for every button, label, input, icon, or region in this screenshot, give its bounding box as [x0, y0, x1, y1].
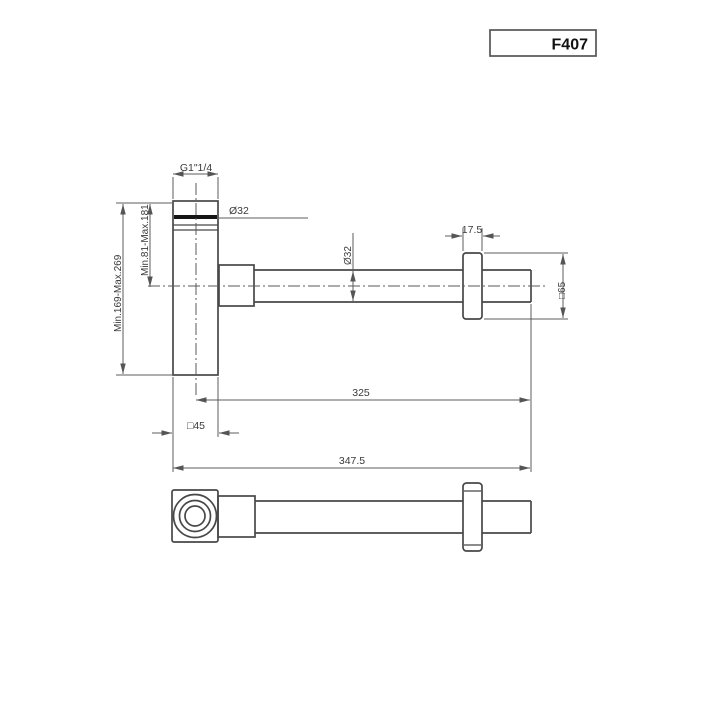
- total-length-label: 347.5: [339, 455, 365, 467]
- inner-height-label: Min.81-Max.181: [140, 204, 151, 276]
- flange-size-label: □65: [557, 281, 568, 299]
- dimension-total-length: 347.5: [173, 455, 530, 471]
- outer-height-label: Min.169-Max.269: [113, 254, 124, 332]
- dimension-outer-height: Min.169-Max.269: [113, 202, 172, 376]
- dimension-inner-height: Min.81-Max.181: [140, 204, 153, 287]
- dimension-body-size: □45: [152, 377, 239, 472]
- product-code-box: [489, 29, 597, 57]
- pipe-length-label: 325: [352, 387, 370, 399]
- title-block: F407: [489, 29, 597, 57]
- dimension-pipe-diameter: Ø32: [343, 233, 356, 301]
- dimension-flange-thickness: 17.5: [445, 224, 500, 251]
- dimension-pipe-length: 325: [196, 304, 532, 472]
- outlet-block-bottom: [217, 495, 256, 538]
- body-size-label: □45: [187, 420, 205, 432]
- trap-ring: [178, 499, 212, 533]
- dimension-flange-size: □65: [484, 252, 568, 320]
- thread-label: G1"1/4: [180, 162, 212, 174]
- flange-thickness-label: 17.5: [462, 224, 483, 236]
- trap-outer-circle: [172, 493, 218, 539]
- dimension-thread: G1"1/4: [172, 162, 219, 199]
- gasket-band: [174, 215, 217, 219]
- pipe-diameter-label: Ø32: [343, 246, 354, 265]
- trap-inner-circle: [184, 505, 206, 527]
- side-view: [148, 183, 545, 398]
- product-code: F407: [552, 37, 589, 54]
- bottom-view: [171, 482, 532, 552]
- wall-flange-bottom: [462, 482, 483, 552]
- dimension-top-diameter: Ø32: [218, 205, 308, 219]
- top-diameter-label: Ø32: [229, 205, 249, 217]
